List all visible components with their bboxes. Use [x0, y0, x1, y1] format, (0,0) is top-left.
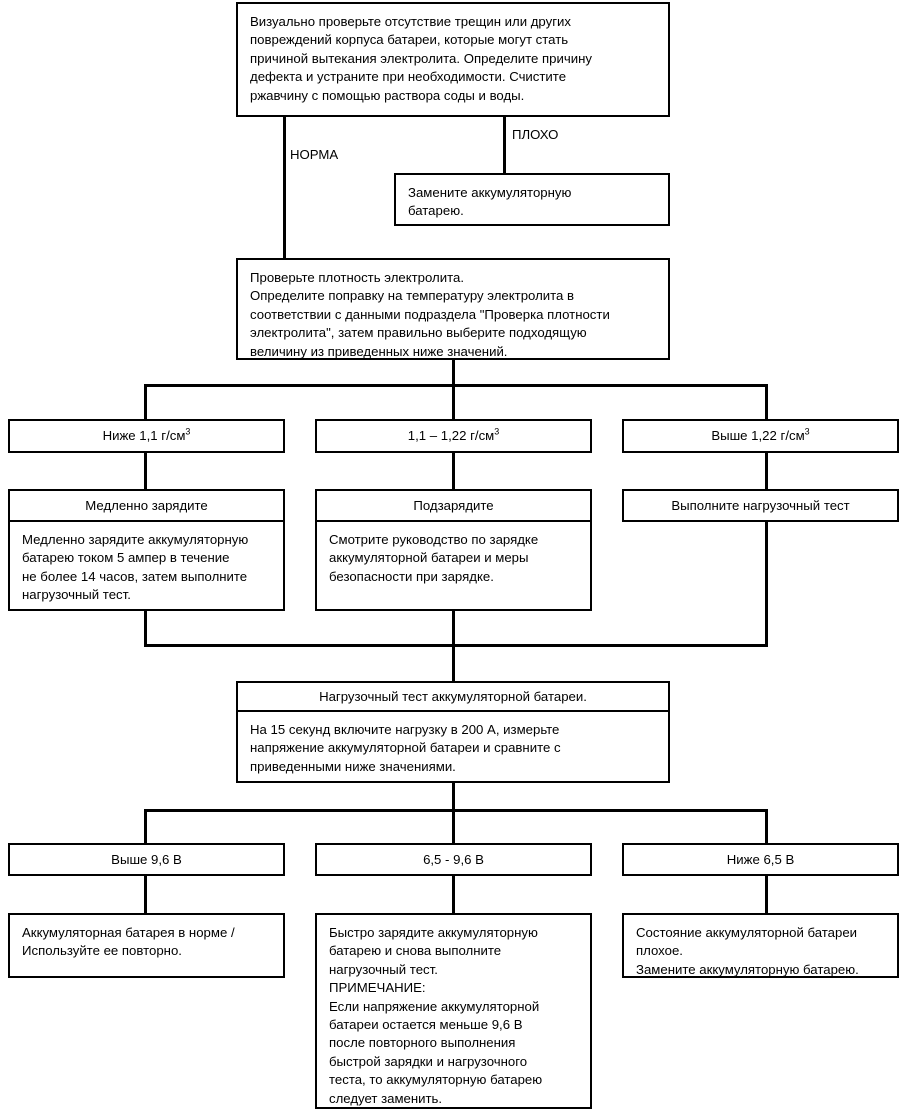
- edge-label-bad: ПЛОХО: [512, 127, 559, 142]
- node-voltage-high-text: Выше 9,6 В: [111, 851, 182, 867]
- node-result-bad-text: Состояние аккумуляторной батареи плохое.…: [636, 925, 859, 977]
- node-density-low: Ниже 1,1 г/см3: [8, 419, 285, 453]
- node-do-load-test-header-text: Выполните нагрузочный тест: [671, 497, 850, 513]
- node-slow-charge-body-text: Медленно зарядите аккумуляторную батарею…: [22, 532, 249, 603]
- node-density-low-text: Ниже 1,1 г/см3: [102, 426, 191, 444]
- edge-density-fork-mid: [452, 384, 455, 420]
- node-slow-charge-body: Медленно зарядите аккумуляторную батарею…: [8, 522, 285, 611]
- node-voltage-mid-text: 6,5 - 9,6 В: [423, 851, 484, 867]
- edge-loadtest-stem: [452, 782, 455, 811]
- node-visual-inspection-text: Визуально проверьте отсутствие трещин ил…: [250, 14, 592, 103]
- edge-label-ok: НОРМА: [290, 147, 339, 162]
- edge-ok-vertical: [283, 117, 286, 260]
- edge-density-fork-bar: [144, 384, 768, 387]
- node-density-high-label: Выше 1,22 г/см: [711, 428, 805, 443]
- node-density-low-label: Ниже 1,1 г/см: [102, 428, 186, 443]
- edge-density-mid-down: [452, 452, 455, 490]
- node-load-test-header: Нагрузочный тест аккумуляторной батареи.: [236, 681, 670, 712]
- node-result-mid-text: Быстро зарядите аккумуляторную батарею и…: [329, 925, 543, 1106]
- edge-voltage-low-down: [765, 875, 768, 915]
- node-density-high-text: Выше 1,22 г/см3: [711, 426, 810, 444]
- node-voltage-low-text: Ниже 6,5 В: [726, 851, 795, 867]
- node-replace-battery-top: Замените аккумуляторную батарею.: [394, 173, 670, 226]
- edge-loadtest-fork-bar: [144, 809, 768, 812]
- node-load-test-header-text: Нагрузочный тест аккумуляторной батареи.: [319, 688, 587, 704]
- edge-merge-left-down: [144, 610, 147, 646]
- edge-density-stem: [452, 360, 455, 386]
- edge-bad-vertical: [503, 117, 506, 175]
- node-visual-inspection: Визуально проверьте отсутствие трещин ил…: [236, 2, 670, 117]
- edge-merge-bar: [144, 644, 768, 647]
- edge-merge-mid-down: [452, 610, 455, 646]
- node-boost-charge-body-text: Смотрите руководство по зарядке аккумуля…: [329, 532, 539, 584]
- node-density-mid-label: 1,1 – 1,22 г/см: [407, 428, 495, 443]
- node-load-test-body: На 15 секунд включите нагрузку в 200 А, …: [236, 712, 670, 783]
- edge-density-fork-left: [144, 384, 147, 420]
- node-replace-battery-top-text: Замените аккумуляторную батарею.: [408, 185, 572, 219]
- node-result-mid: Быстро зарядите аккумуляторную батарею и…: [315, 913, 592, 1109]
- node-voltage-mid: 6,5 - 9,6 В: [315, 843, 592, 876]
- node-density-mid-sup: 3: [494, 426, 500, 437]
- node-density-high-sup: 3: [804, 426, 810, 437]
- node-boost-charge-header: Подзарядите: [315, 489, 592, 522]
- node-density-low-sup: 3: [185, 426, 191, 437]
- edge-loadtest-fork-left: [144, 809, 147, 844]
- node-do-load-test-header: Выполните нагрузочный тест: [622, 489, 899, 522]
- node-density-high: Выше 1,22 г/см3: [622, 419, 899, 453]
- node-result-good-text: Аккумуляторная батарея в норме / Использ…: [22, 925, 235, 959]
- node-check-density: Проверьте плотность электролита. Определ…: [236, 258, 670, 360]
- edge-voltage-mid-down: [452, 875, 455, 915]
- edge-voltage-high-down: [144, 875, 147, 915]
- node-slow-charge-header: Медленно зарядите: [8, 489, 285, 522]
- node-check-density-text: Проверьте плотность электролита. Определ…: [250, 270, 610, 359]
- node-load-test-body-text: На 15 секунд включите нагрузку в 200 А, …: [250, 722, 561, 774]
- node-result-good: Аккумуляторная батарея в норме / Использ…: [8, 913, 285, 978]
- node-density-mid-text: 1,1 – 1,22 г/см3: [407, 426, 500, 444]
- edge-density-high-down: [765, 452, 768, 490]
- node-boost-charge-body: Смотрите руководство по зарядке аккумуля…: [315, 522, 592, 611]
- edge-loadtest-fork-mid: [452, 809, 455, 844]
- node-slow-charge-header-text: Медленно зарядите: [85, 497, 208, 513]
- node-voltage-low: Ниже 6,5 В: [622, 843, 899, 876]
- edge-loadtest-fork-right: [765, 809, 768, 844]
- node-density-mid: 1,1 – 1,22 г/см3: [315, 419, 592, 453]
- edge-merge-stem: [452, 644, 455, 682]
- node-boost-charge-header-text: Подзарядите: [413, 497, 494, 513]
- node-voltage-high: Выше 9,6 В: [8, 843, 285, 876]
- edge-density-low-down: [144, 452, 147, 490]
- edge-merge-right-down: [765, 521, 768, 646]
- edge-density-fork-right: [765, 384, 768, 420]
- node-result-bad: Состояние аккумуляторной батареи плохое.…: [622, 913, 899, 978]
